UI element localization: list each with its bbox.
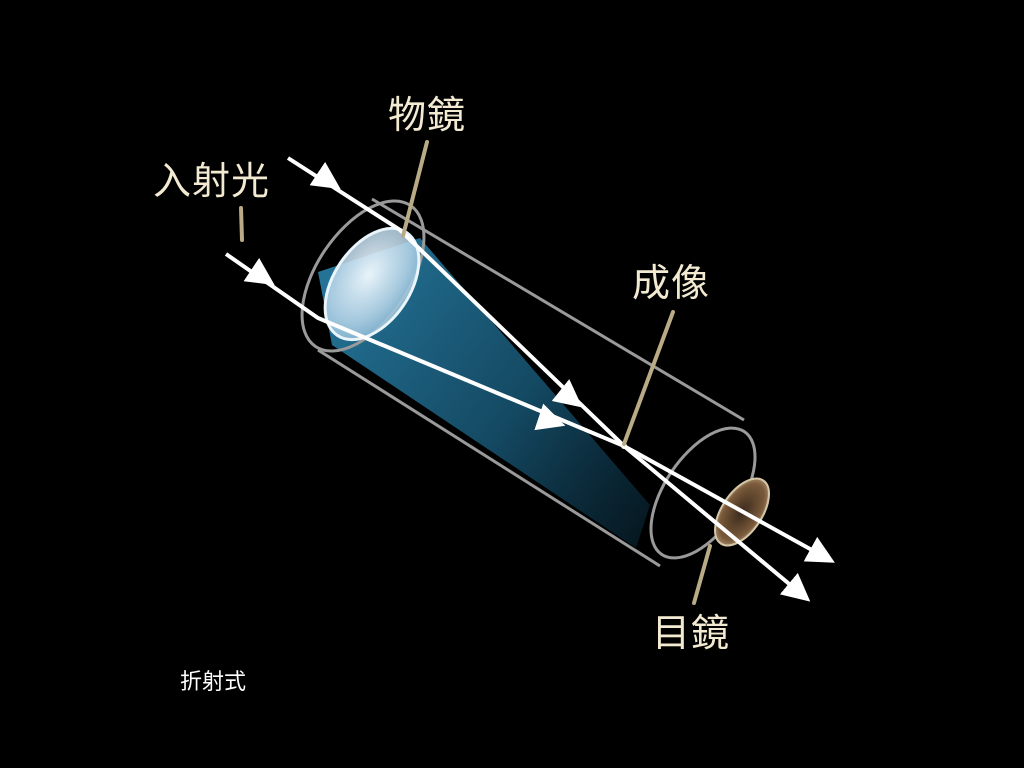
- telescope-type-caption: 折射式: [180, 670, 247, 695]
- image-point-leader: [622, 310, 675, 446]
- incident-light-label: 入射光: [153, 159, 271, 203]
- objective-lens-leader: [401, 140, 429, 238]
- eyepiece-lens-leader: [692, 544, 712, 605]
- incident-light-leader: [239, 206, 244, 242]
- lower-light-ray: [224, 252, 835, 563]
- image-point-label: 成像: [632, 261, 711, 305]
- objective-lens: [323, 226, 421, 342]
- objective-lens-label: 物鏡: [388, 93, 467, 137]
- light-rays: [224, 156, 835, 602]
- upper-light-ray: [286, 156, 811, 602]
- eyepiece-lens-label: 目鏡: [652, 611, 731, 655]
- tube-inner-glow: [318, 238, 650, 548]
- leader-lines: [239, 140, 712, 605]
